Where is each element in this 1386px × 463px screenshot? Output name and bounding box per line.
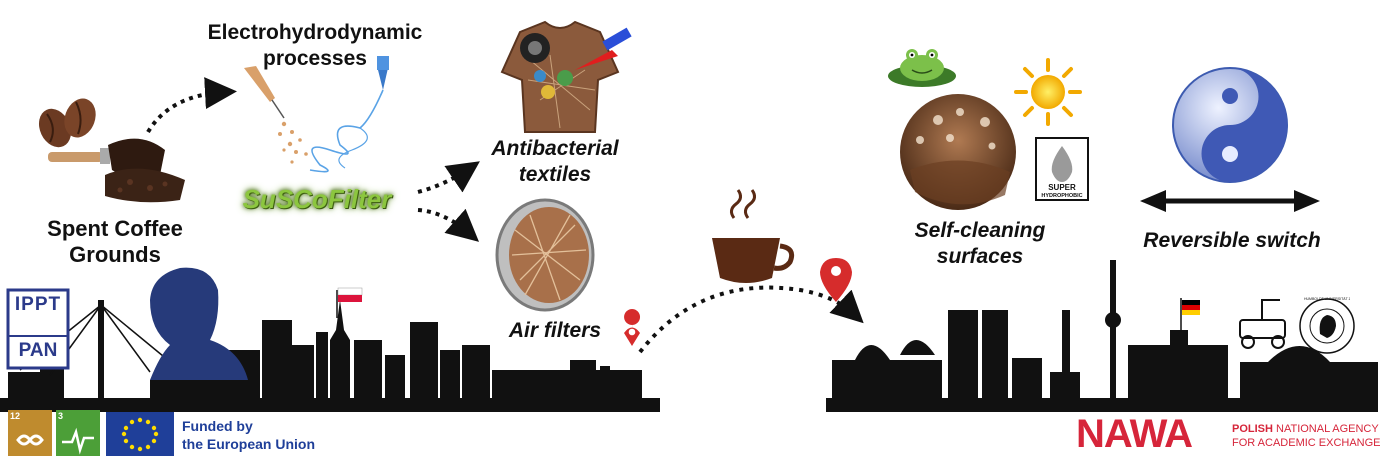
- sdg12-logo: [8, 410, 52, 456]
- self-cleaning-surface-icon: [900, 94, 1016, 210]
- coffee-beans-icon: [38, 98, 96, 148]
- ippt-logo-frame: [6, 288, 70, 370]
- location-marker-warsaw-icon: [624, 309, 641, 346]
- spent-coffee-line1: Spent Coffee: [47, 216, 183, 241]
- rover-robot-icon: [1239, 299, 1286, 349]
- yin-yang-switch-icon: [1172, 67, 1288, 183]
- berlin-skyline: [826, 260, 1378, 412]
- arrow-to-textiles: [417, 161, 480, 194]
- arrow-to-airfilters: [417, 208, 480, 242]
- superhydrophobic-text: SUPER HYDROPHOBIC: [1037, 183, 1087, 201]
- portafilter-icon: [48, 138, 185, 203]
- eu-funded-line1: Funded by: [182, 418, 253, 434]
- germany-flag-icon: [1180, 298, 1200, 332]
- nawa-line1-rest: NATIONAL AGENCY: [1272, 423, 1379, 435]
- reversible-arrow-icon: [1140, 190, 1320, 212]
- coffee-cup-icon: [712, 189, 795, 283]
- ehd-label-line1: Electrohydrodynamic: [207, 21, 423, 44]
- poland-flag-icon: [336, 287, 363, 318]
- self-cleaning-line2: surfaces: [936, 245, 1024, 268]
- nawa-agency-text: POLISH NATIONAL AGENCY FOR ACADEMIC EXCH…: [1232, 422, 1381, 450]
- superhydrophobic-badge: [1035, 137, 1089, 201]
- antibacterial-line1: Antibacterial: [491, 137, 619, 160]
- air-filters-label: Air filters: [508, 319, 602, 342]
- nawa-line1-bold: POLISH: [1232, 423, 1273, 435]
- reversible-switch-label: Reversible switch: [1143, 229, 1321, 252]
- ehd-label: Electrohydrodynamic processes: [195, 20, 435, 72]
- eu-funded-text: Funded by the European Union: [182, 417, 315, 453]
- humboldt-seal-text: HUMBOLDT-UNIVERSITÄT ZU BERLIN: [1304, 297, 1350, 301]
- portrait-bust-icon: [150, 267, 248, 380]
- sun-icon: [1014, 58, 1082, 126]
- pan-logo-text: PAN: [18, 340, 58, 361]
- sdg3-number: 3: [58, 411, 64, 421]
- eu-flag-icon: [106, 412, 174, 456]
- nawa-logo: NAWA: [1076, 412, 1193, 456]
- frog-lotus-icon: [888, 49, 956, 87]
- humboldt-seal-icon: [1299, 298, 1355, 354]
- superhydrophobic-line2: HYDROPHOBIC: [1041, 193, 1083, 199]
- electrospinning-icon: [244, 56, 389, 173]
- antibacterial-line2: textiles: [518, 163, 592, 186]
- suscofilter-title: SuSCoFilter: [242, 184, 392, 214]
- superhydrophobic-line1: SUPER: [1048, 183, 1076, 192]
- warsaw-skyline: [0, 300, 660, 412]
- location-marker-berlin-icon: [820, 258, 852, 302]
- sdg3-logo: [56, 410, 100, 456]
- self-cleaning-line1: Self-cleaning: [914, 219, 1046, 242]
- self-cleaning-label: Self-cleaning surfaces: [890, 218, 1070, 270]
- ippt-logo-text: IPPT: [14, 294, 62, 315]
- tshirt-textile-icon: [500, 20, 632, 133]
- spent-coffee-line2: Grounds: [69, 242, 161, 267]
- arrow-to-ehd: [146, 77, 237, 134]
- air-filter-disc-icon: [495, 198, 595, 312]
- eu-funded-line2: the European Union: [182, 436, 315, 452]
- nawa-line2: FOR ACADEMIC EXCHANGE: [1232, 437, 1381, 449]
- spent-coffee-label: Spent Coffee Grounds: [30, 216, 200, 268]
- arrow-warsaw-to-berlin: [638, 285, 864, 354]
- sdg12-number: 12: [10, 411, 21, 421]
- antibacterial-label: Antibacterial textiles: [470, 136, 640, 188]
- ehd-label-line2: processes: [263, 47, 367, 70]
